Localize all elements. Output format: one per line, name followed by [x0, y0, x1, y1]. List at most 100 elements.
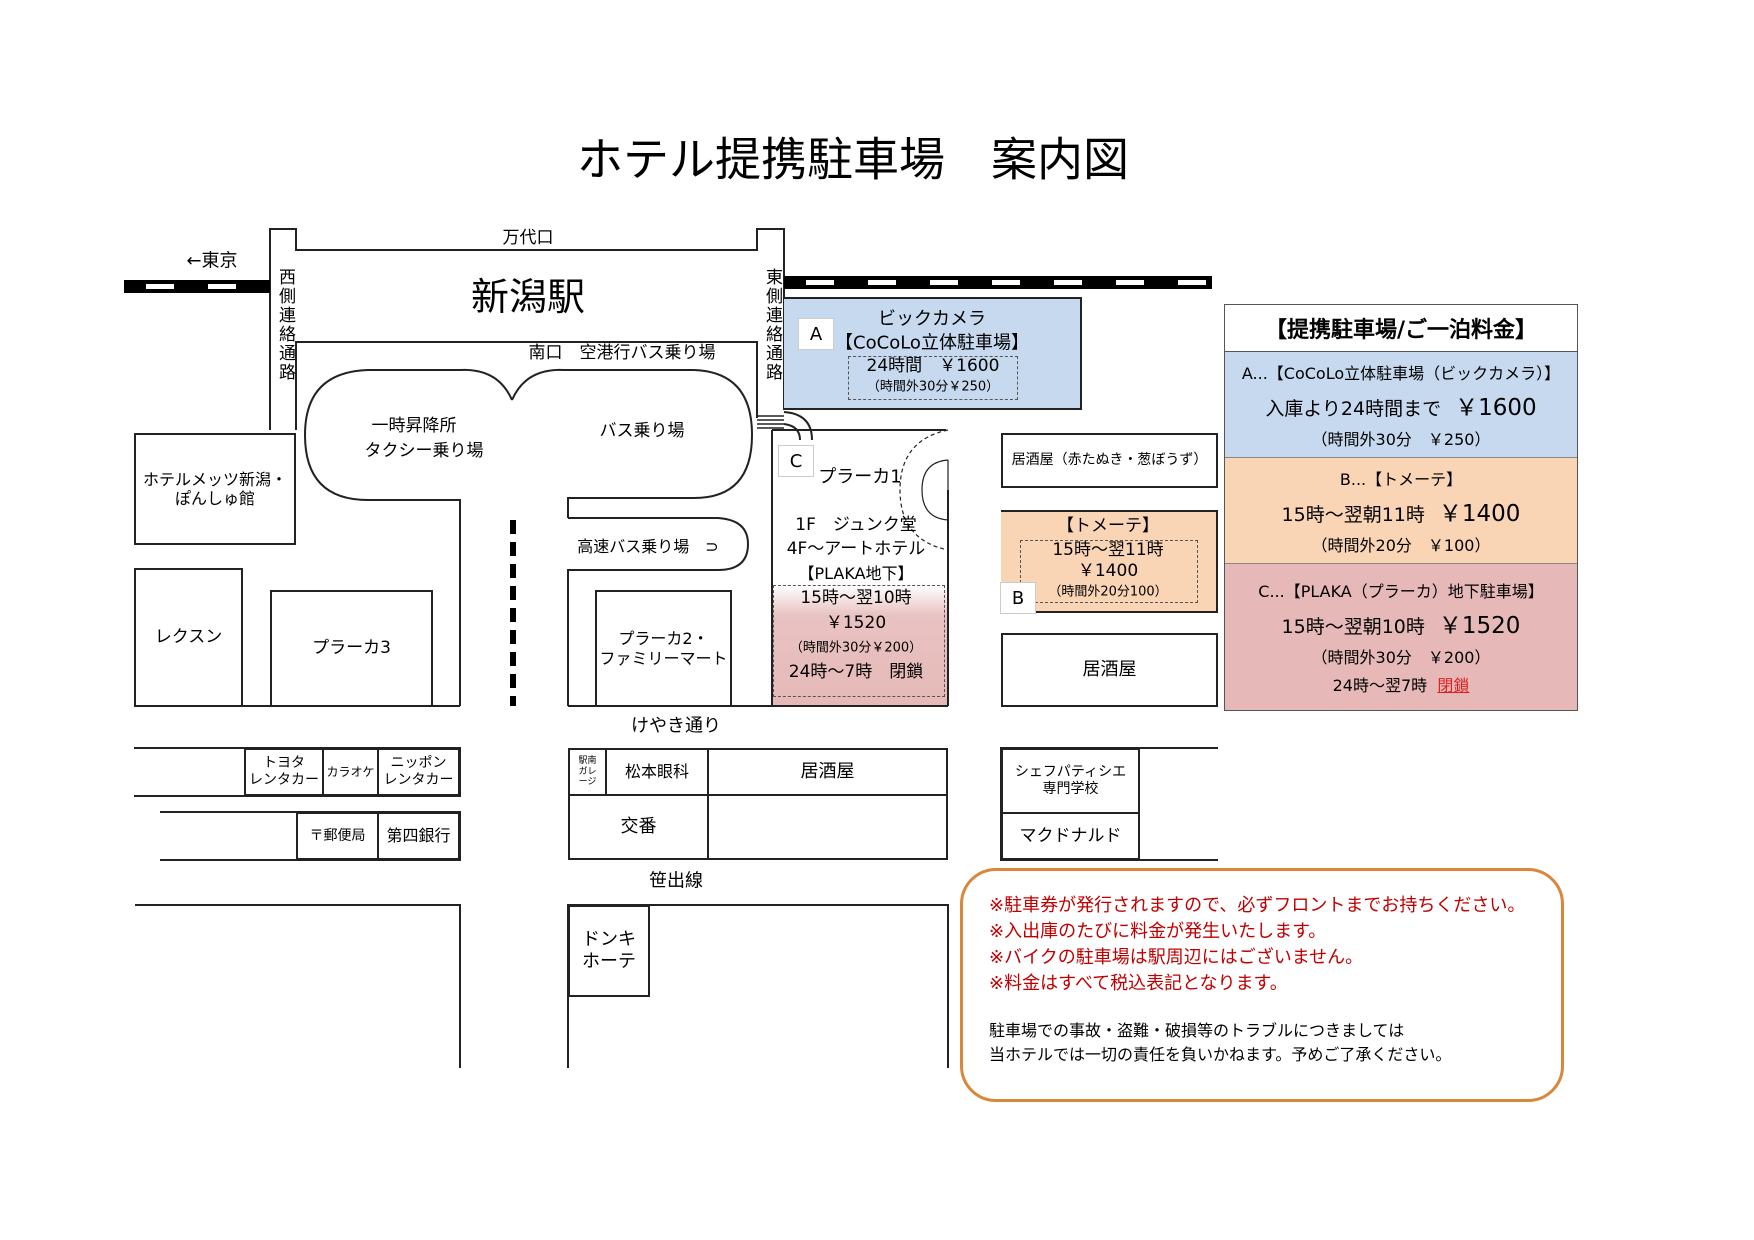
parking-a-name: ビックカメラ [878, 308, 986, 330]
parking-a-lot: 【CoCoLo立体駐車場】 [835, 332, 1029, 354]
legend-b-hours-price: 15時～翌朝11時￥1400 [1225, 494, 1577, 528]
taxi-label-2: タクシー乗り場 [364, 441, 484, 462]
plaka3-building: プラーカ3 [270, 590, 433, 707]
parking-a-hours-price: 24時間 ￥1600 [866, 356, 1000, 377]
plaka1-outline [771, 429, 949, 706]
parking-b-hours: 15時～翌11時 [1052, 540, 1164, 561]
parking-b-tag: B [1000, 582, 1036, 614]
notice-disclaimer-2: 当ホテルでは一切の責任を負いかねます。予めご了承ください。 [989, 1045, 1452, 1064]
izakaya-akatanuki: 居酒屋（赤たぬき・葱ぼうず） [1001, 433, 1218, 488]
toyota-line1: トヨタ [263, 755, 305, 772]
parking-c-area[interactable] [773, 585, 947, 705]
parking-b-extra: （時間外20分100） [1048, 584, 1168, 600]
taxi-label-1: 一時昇降所 [371, 416, 457, 437]
hotel-name-line2: ぽんしゅ館 [174, 489, 255, 508]
parking-a-tag: A [798, 318, 834, 350]
police-box: 交番 [568, 794, 709, 860]
door-arc-inner [783, 423, 801, 441]
taxi-loop [303, 368, 513, 706]
empty-lot [707, 794, 948, 860]
stairs-icon [757, 415, 784, 429]
parking-a-price-box [848, 356, 1018, 400]
bus-label: バス乗り場 [599, 421, 685, 442]
matsumoto-eye-clinic: 松本眼科 [605, 748, 709, 796]
plaka2-line1: プラーカ2・ [618, 629, 709, 649]
parking-a-extra: （時間外30分￥250） [866, 379, 1000, 395]
parking-c-lot: 【PLAKA地下】 [798, 563, 914, 583]
chef-line1: シェフパティシエ [1014, 764, 1127, 781]
legend-a-hours: 入庫より24時間まで [1265, 397, 1442, 420]
railway-east [784, 276, 1212, 289]
bottom-left-block [135, 904, 461, 1068]
lexon-building: レクスン [134, 568, 243, 707]
nippon-rent-a-car: ニッポン レンタカー [377, 748, 460, 796]
karaoke: カラオケ [322, 748, 379, 796]
notice-box: ※駐車券が発行されますので、必ずフロントまでお持ちください。 ※入出庫のたびに料… [960, 868, 1564, 1102]
hotel-mets-niigata[interactable]: ホテルメッツ新潟・ ぽんしゅ館 [134, 433, 296, 545]
parking-b-price: ￥1400 [1077, 561, 1139, 582]
highway-bus-pill [567, 517, 750, 706]
legend-a-extra: （時間外30分 ￥250） [1311, 429, 1491, 449]
legend-c-hours-price: 15時～翌朝10時￥1520 [1225, 606, 1577, 640]
ekinan-garage: 駅南 ガレ ージ [568, 748, 607, 796]
daishi-bank: 第四銀行 [377, 812, 460, 860]
page-title: ホテル提携駐車場 案内図 [577, 132, 1129, 187]
parking-c-extra: （時間外30分￥200） [789, 640, 923, 656]
legend-b-name: B...【トメーテ】 [1339, 469, 1463, 489]
don-quijote: ドンキ ホーテ [568, 905, 650, 997]
parking-a-area[interactable] [784, 297, 1082, 410]
notice-disclaimer-1: 駐車場での事故・盗難・破損等のトラブルにつきましては [989, 1021, 1405, 1040]
donki-line1: ドンキ [582, 929, 636, 951]
door-arc [783, 411, 813, 441]
chef-line2: 専門学校 [1042, 781, 1099, 797]
bus-loop [511, 368, 754, 518]
legend-c-closed-label: 閉鎖 [1437, 676, 1470, 695]
parking-c-closed: 24時～7時 閉鎖 [788, 662, 924, 683]
parking-fee-legend: 【提携駐車場/ご一泊料金】 A...【CoCoLo立体駐車場（ビックカメラ）】 … [1224, 304, 1578, 711]
post-office: 〒郵便局 [296, 812, 379, 860]
notice-warning-3: ※バイクの駐車場は駅周辺にはございません。 [989, 947, 1364, 968]
entrance-arc-small [921, 459, 949, 521]
west-passage-label: 西側連絡通路 [275, 268, 295, 382]
garage-line3: ージ [578, 777, 597, 788]
toyota-line2: レンタカー [249, 772, 319, 788]
legend-a-name: A...【CoCoLo立体駐車場（ビックカメラ）】 [1241, 363, 1561, 383]
station-name: 新潟駅 [470, 275, 586, 320]
legend-c-extra: （時間外30分 ￥200） [1311, 648, 1491, 667]
legend-c-closed: 24時～翌7時 閉鎖 [1225, 672, 1577, 696]
notice-warning-1: ※駐車券が発行されますので、必ずフロントまでお持ちください。 [989, 895, 1526, 916]
plaka1-floor4: 4F～アートホテル [786, 539, 926, 560]
izakaya-middle: 居酒屋 [707, 748, 948, 796]
parking-c-tag: C [778, 445, 814, 477]
parking-b-area[interactable] [1001, 510, 1218, 613]
plaka1-floor1: 1F ジュンク堂 [795, 515, 917, 536]
legend-c-hours: 15時～翌朝10時 [1281, 616, 1425, 638]
station-south-wall [295, 341, 758, 430]
parking-c-price: ￥1520 [825, 613, 887, 634]
toyota-rent-a-car: トヨタ レンタカー [244, 748, 324, 796]
sasade-street-label: 笹出線 [649, 870, 703, 892]
notice-warning-4: ※料金はすべて税込表記となります。 [989, 973, 1288, 994]
plaka1-name: プラーカ1 [818, 466, 902, 488]
nippon-line1: ニッポン [390, 755, 447, 772]
legend-c-name: C...【PLAKA（プラーカ）地下駐車場】 [1258, 582, 1544, 601]
direction-tokyo: ←東京 [186, 250, 238, 272]
legend-c-closed-hours: 24時～翌7時 [1332, 676, 1428, 695]
hotel-name-line1: ホテルメッツ新潟・ [142, 469, 287, 489]
north-exit-label: 万代口 [502, 228, 554, 249]
parking-b-lot: 【トメーテ】 [1057, 516, 1159, 537]
legend-title: 【提携駐車場/ご一泊料金】 [1225, 305, 1577, 352]
legend-a-price: ￥1600 [1455, 394, 1537, 421]
legend-item-b: B...【トメーテ】 15時～翌朝11時￥1400 （時間外20分 ￥100） [1225, 458, 1577, 564]
south-exit-label: 南口 空港行バス乗り場 [528, 343, 716, 364]
plaka2-building: プラーカ2・ ファミリーマート [595, 590, 732, 707]
legend-a-hours-price: 入庫より24時間まで ￥1600 [1225, 388, 1577, 422]
highway-bus-label: 高速バス乗り場 ⊃ [577, 536, 719, 556]
notice-warning-2: ※入出庫のたびに料金が発生いたします。 [989, 921, 1327, 942]
garage-line1: 駅南 [578, 755, 597, 766]
east-passage-label: 東側連絡通路 [762, 268, 782, 382]
station-outline [269, 228, 785, 430]
donki-line2: ホーテ [582, 951, 636, 972]
entrance-arc [899, 429, 949, 551]
parking-c-hours: 15時～翌10時 [800, 588, 912, 609]
